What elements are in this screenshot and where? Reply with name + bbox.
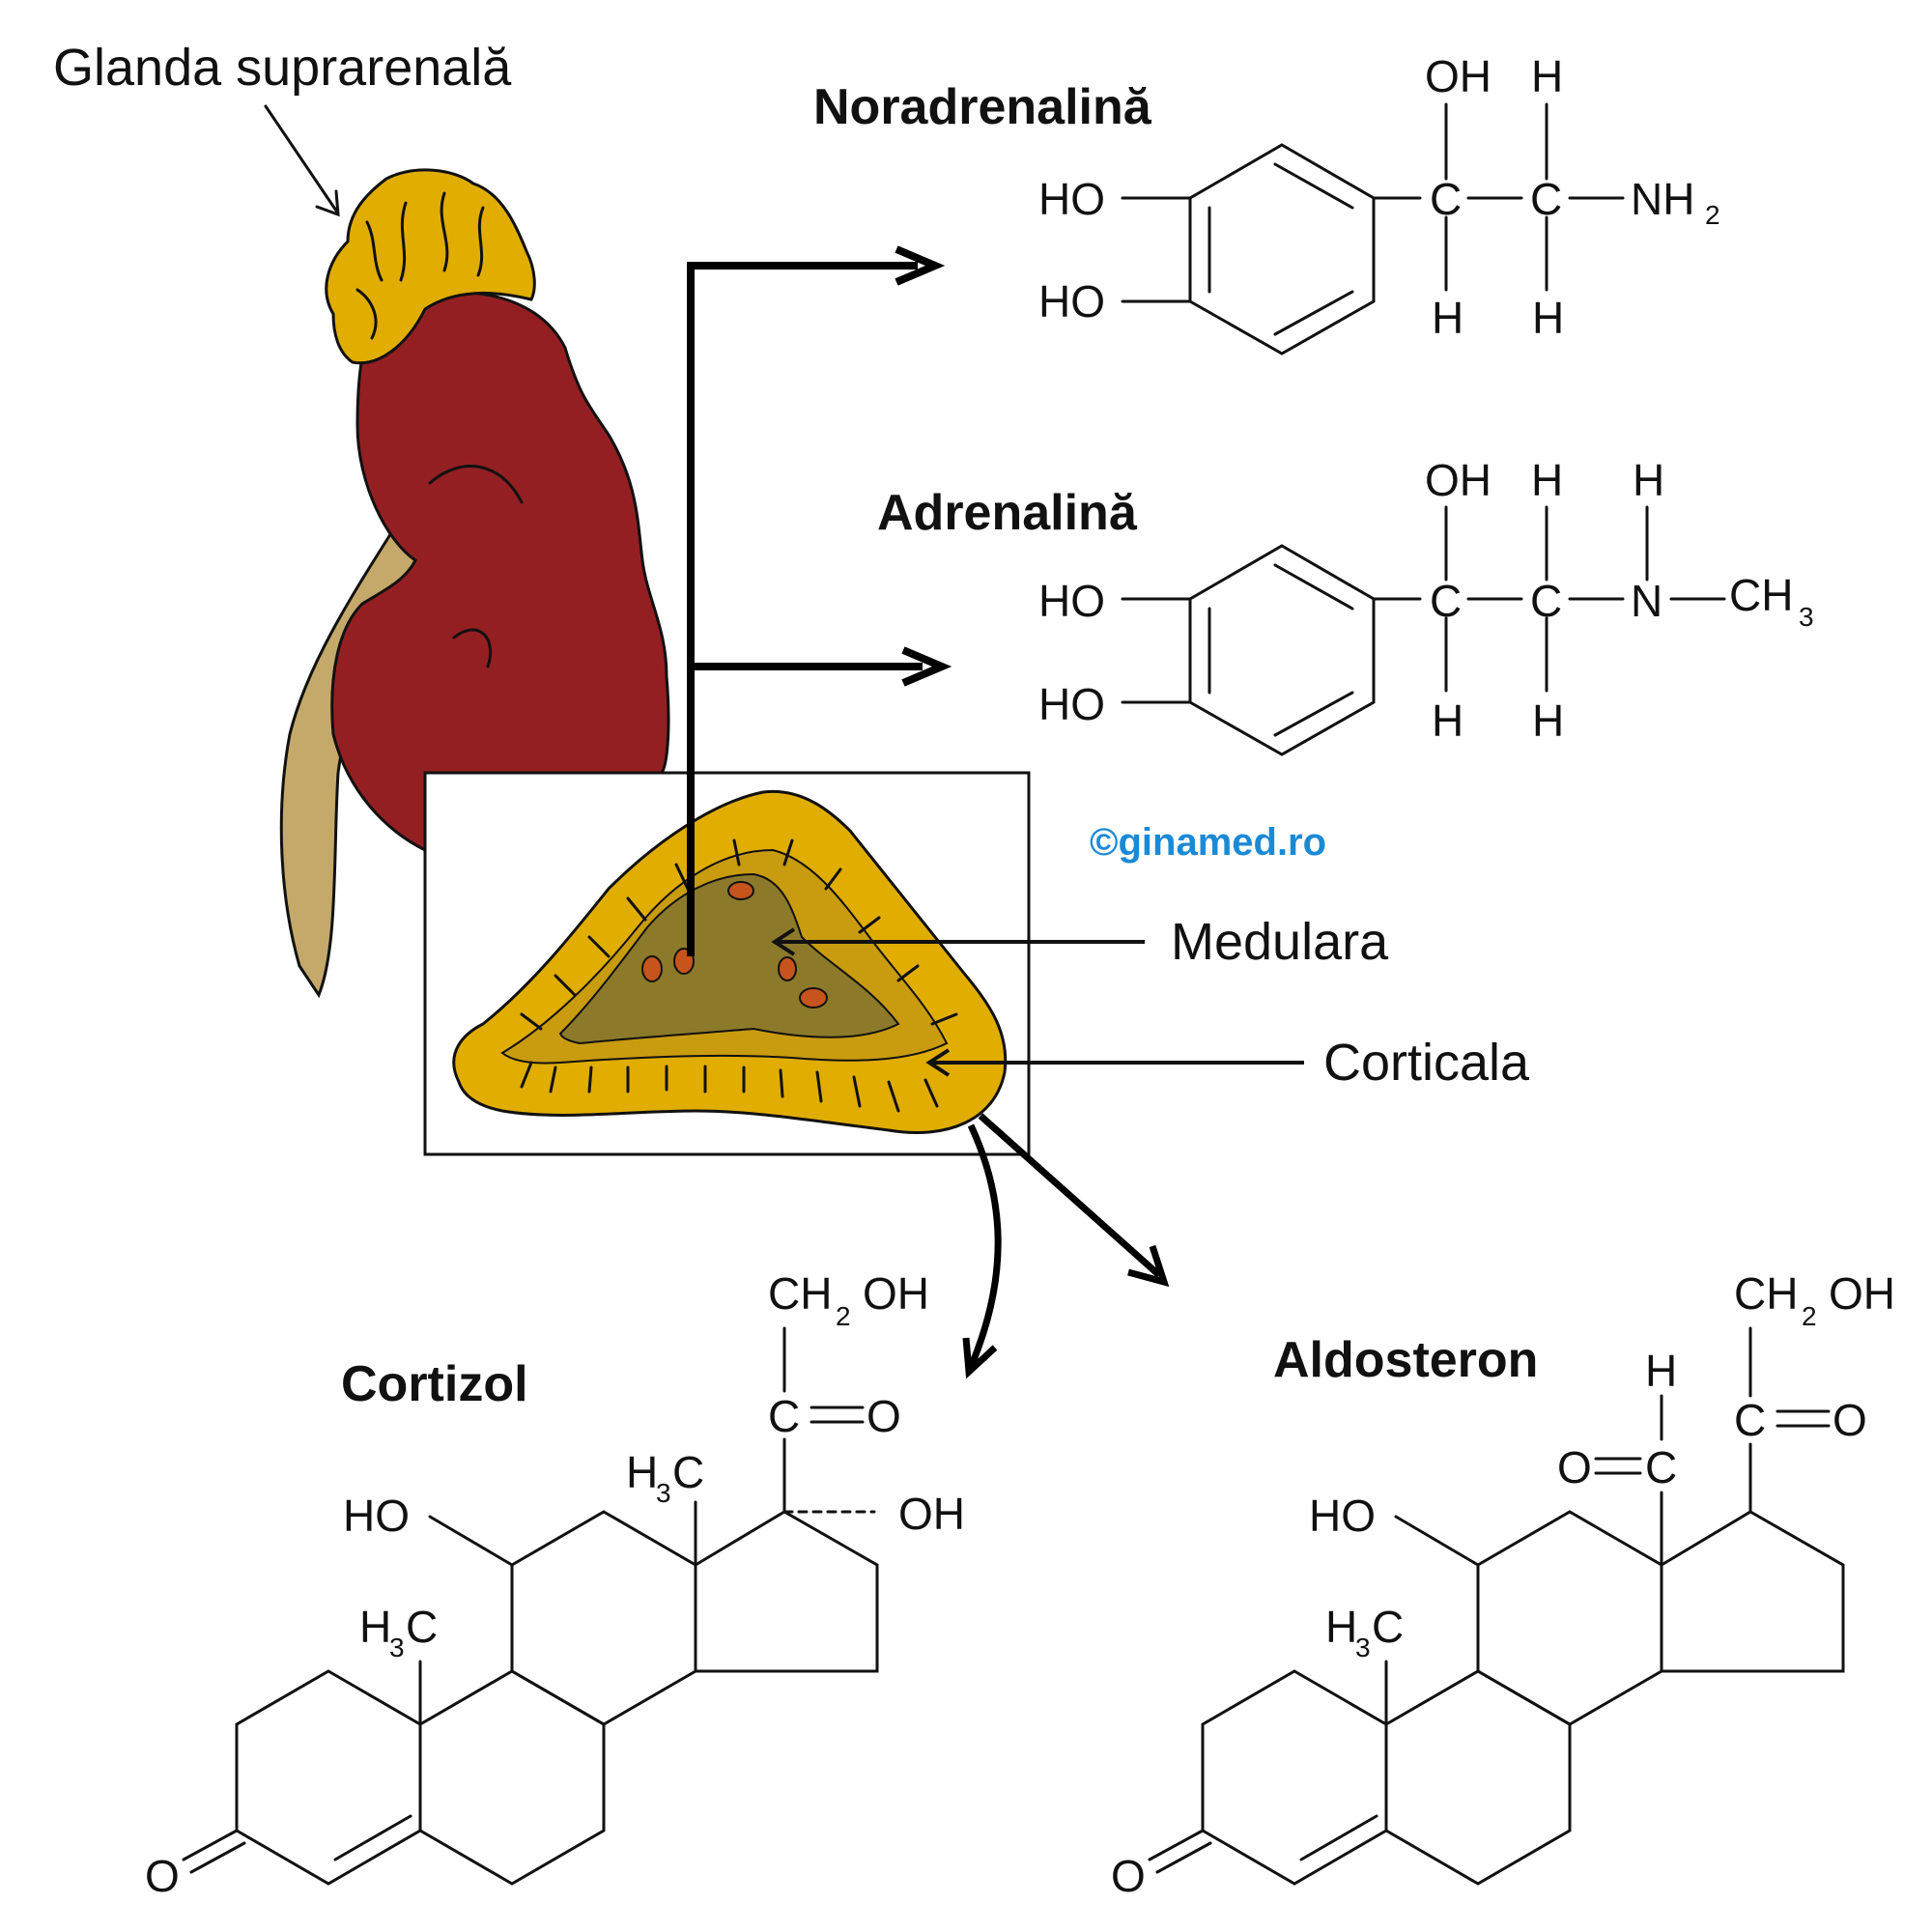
title-cortisol: Cortizol	[341, 1356, 528, 1412]
atom: H	[1325, 1602, 1357, 1652]
noradrenaline-structure: Noradrenalină HO HO C C OH H H H NH 2	[813, 51, 1720, 355]
atom: HO	[1038, 174, 1105, 224]
vessel	[727, 881, 754, 900]
atom: HO	[343, 1491, 410, 1541]
atom: C	[672, 1447, 704, 1497]
atom: H	[626, 1447, 658, 1497]
atom: H	[1633, 455, 1664, 505]
atom: HO	[1038, 576, 1105, 626]
atom: OH	[898, 1489, 965, 1539]
subscript: 2	[1802, 1301, 1817, 1331]
label-gland: Glanda suprarenală	[53, 39, 512, 97]
atom: O	[1833, 1395, 1867, 1445]
subscript: 3	[389, 1633, 405, 1662]
atom: CH	[1734, 1268, 1798, 1319]
kidney-illustration	[279, 168, 670, 999]
arrow-to-aldosterone	[978, 1113, 1162, 1278]
atom: C	[1645, 1442, 1677, 1492]
atom: H	[1531, 51, 1563, 101]
subscript: 3	[1355, 1633, 1371, 1662]
atom: OH	[1829, 1268, 1895, 1319]
title-adrenaline: Adrenalină	[877, 485, 1138, 541]
atom: C	[1430, 576, 1462, 626]
atom: O	[145, 1851, 180, 1901]
atom: C	[1530, 174, 1562, 224]
copyright: ©ginamed.ro	[1090, 821, 1326, 864]
atom: H	[1645, 1346, 1677, 1396]
atom: O	[1557, 1442, 1592, 1492]
vessel	[778, 956, 797, 981]
arrow-to-noradrenaline	[687, 262, 918, 956]
atom: OH	[863, 1268, 929, 1319]
subscript: 2	[1705, 200, 1720, 230]
vessel	[799, 987, 828, 1009]
atom: O	[867, 1391, 901, 1441]
atom: N	[1631, 576, 1662, 626]
atom: CH	[768, 1268, 832, 1319]
atom: H	[1432, 293, 1463, 343]
title-noradrenaline: Noradrenalină	[813, 79, 1152, 135]
subscript: 3	[1799, 602, 1814, 632]
aldosterone-structure: Aldosteron O H 3 C HO C O H C O CH 2 OH	[1111, 1268, 1895, 1901]
atom: H	[1532, 293, 1564, 343]
atom: H	[359, 1602, 391, 1652]
adrenal-gland-top	[325, 168, 536, 365]
atom: H	[1531, 455, 1563, 505]
label-cortex: Corticala	[1323, 1034, 1530, 1092]
atom: H	[1432, 696, 1463, 746]
atom: NH	[1631, 174, 1694, 224]
atom: OH	[1425, 51, 1492, 101]
cortisol-structure: Cortizol O H 3 C H 3 C HO C O CH 2	[145, 1268, 965, 1901]
atom: C	[768, 1391, 800, 1441]
atom: H	[1532, 696, 1564, 746]
arrow-to-cortisol	[967, 1123, 1002, 1369]
atom: HO	[1309, 1491, 1376, 1541]
arrows	[264, 104, 1304, 1379]
atom: C	[1430, 174, 1462, 224]
subscript: 3	[656, 1478, 671, 1508]
atom: HO	[1038, 276, 1105, 327]
title-aldosterone: Aldosteron	[1273, 1332, 1538, 1388]
atom: C	[406, 1602, 438, 1652]
cross-section-inset	[423, 771, 1031, 1156]
atom: C	[1372, 1602, 1404, 1652]
vessel	[641, 955, 663, 982]
atom: HO	[1038, 679, 1105, 729]
adrenaline-structure: Adrenalină HO HO C C N OH H H H H CH 3	[877, 455, 1814, 756]
atom: C	[1734, 1395, 1766, 1445]
atom: OH	[1425, 455, 1492, 505]
atom: CH	[1729, 570, 1793, 620]
atom: O	[1111, 1851, 1146, 1901]
subscript: 2	[836, 1301, 851, 1331]
label-medulla: Medulara	[1171, 913, 1389, 971]
atom: C	[1530, 576, 1562, 626]
